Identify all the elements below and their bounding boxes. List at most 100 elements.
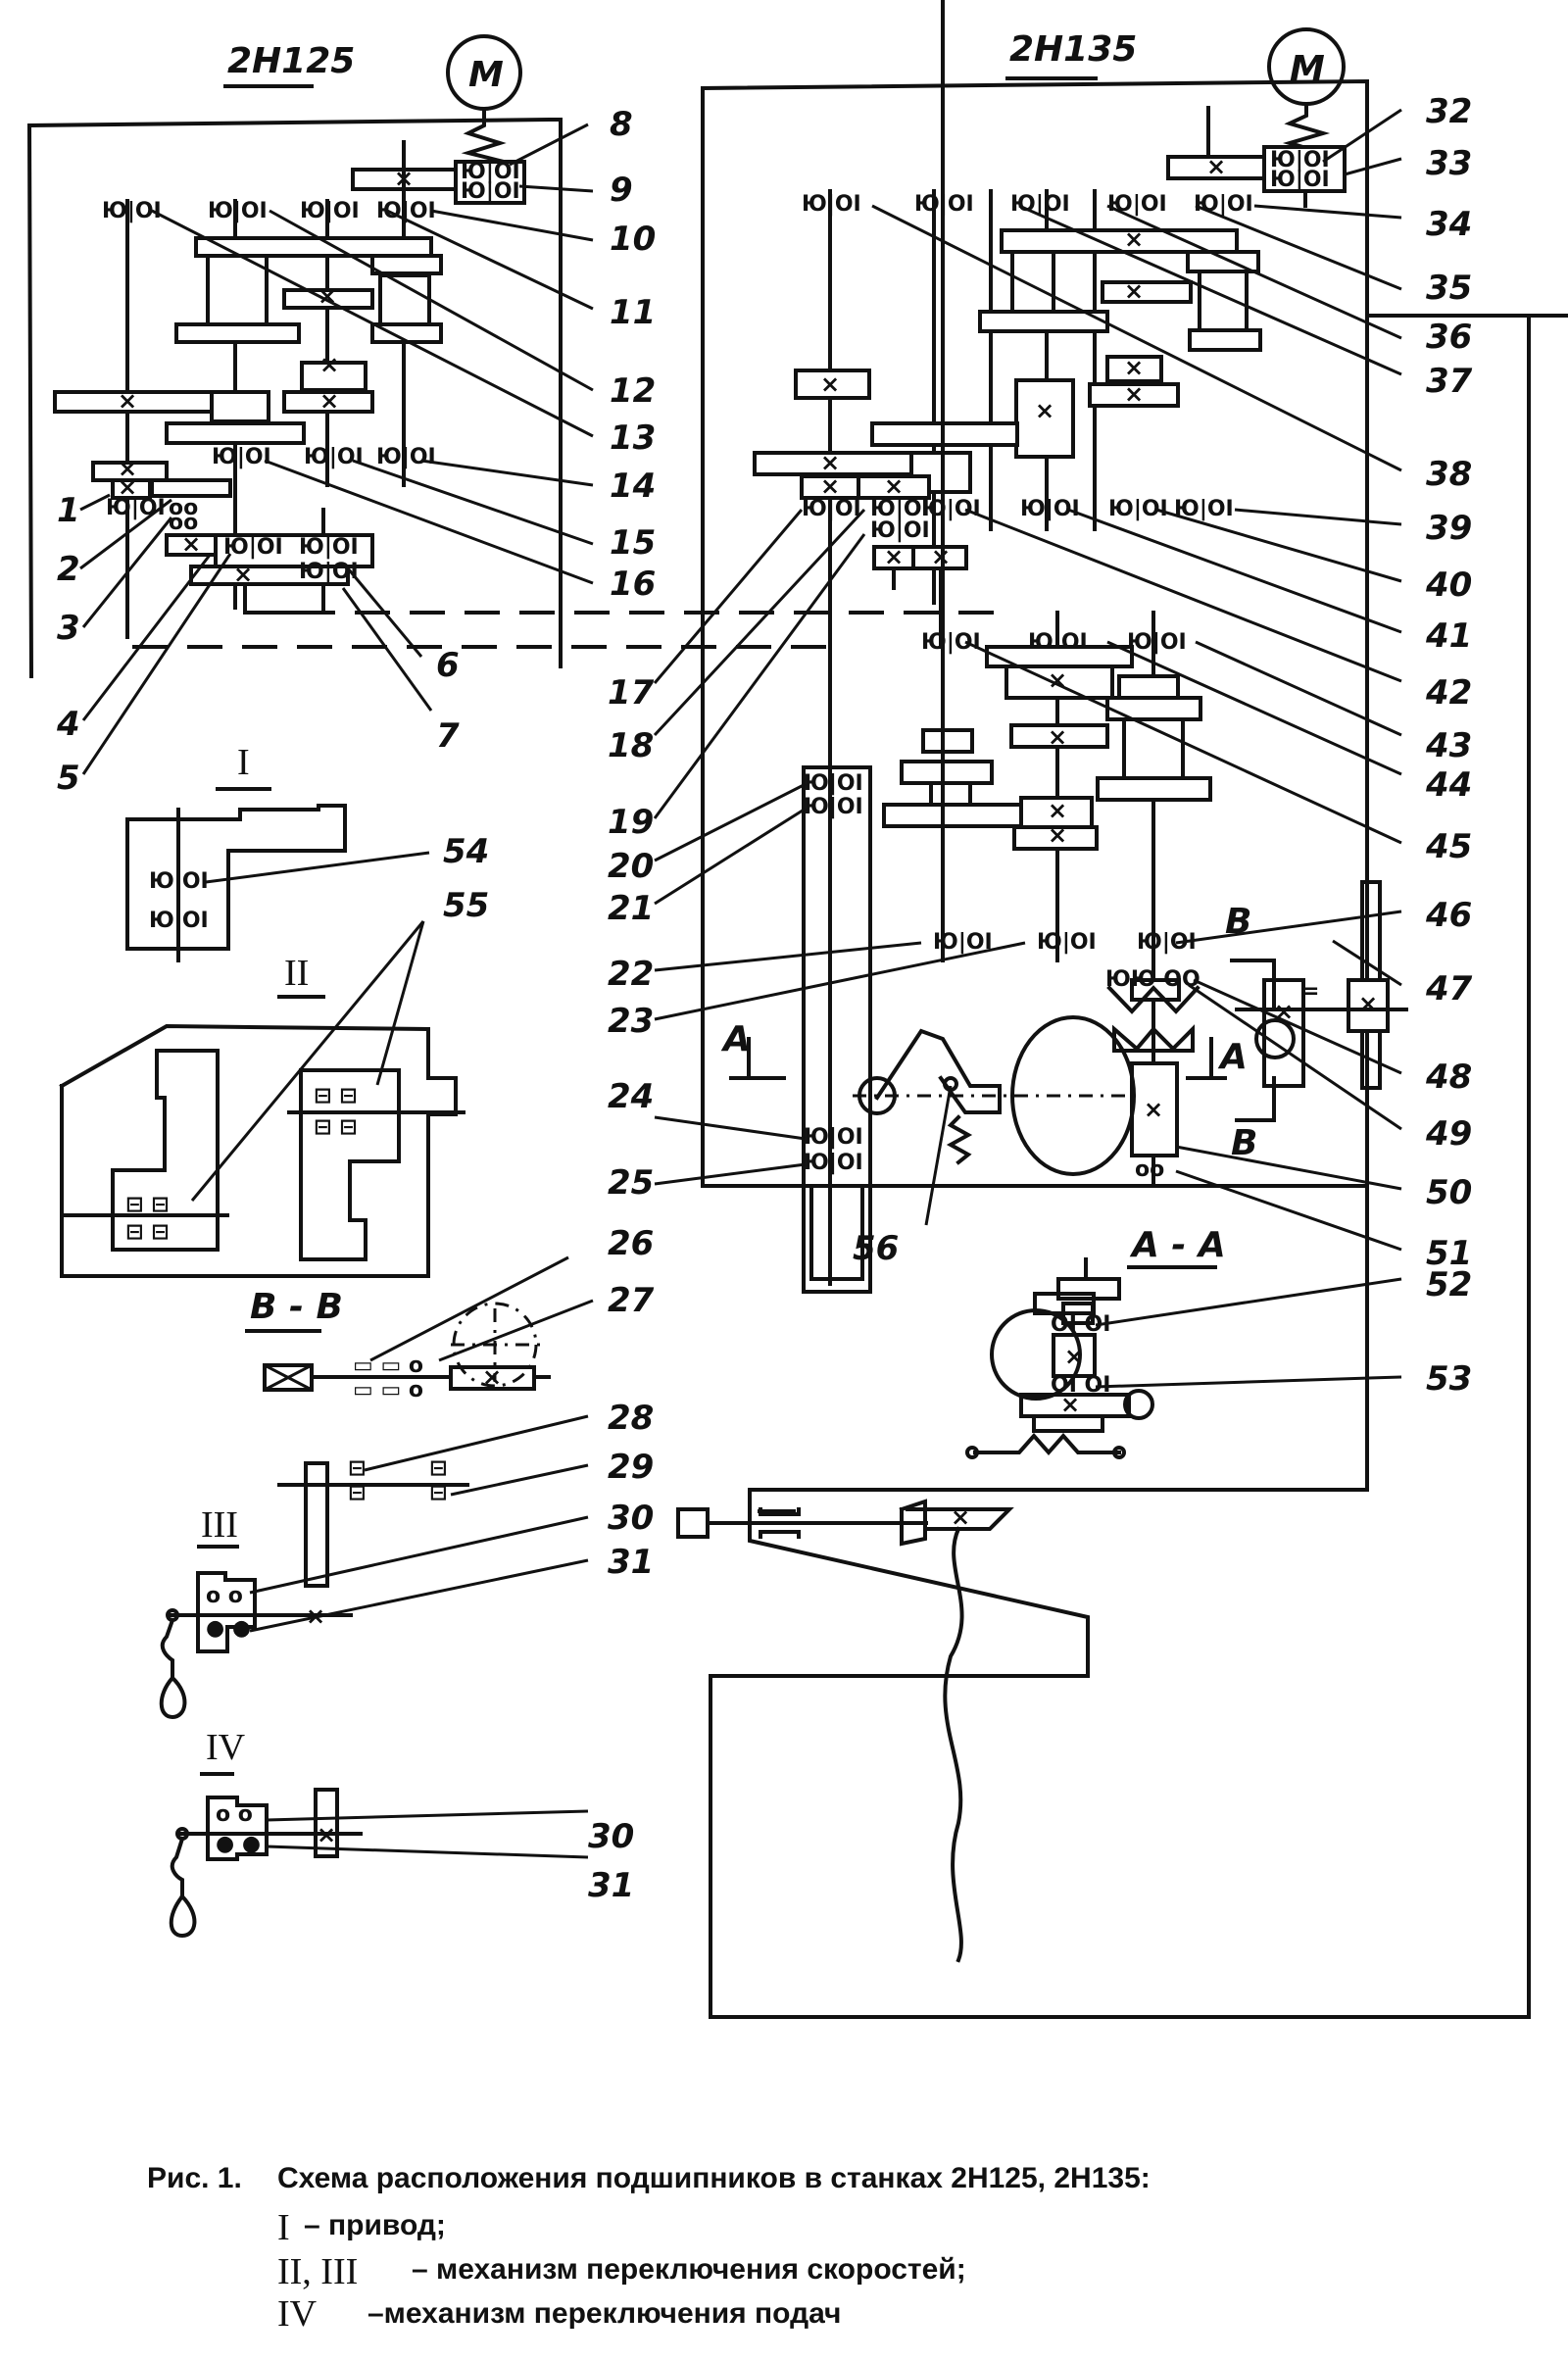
dashed-link (132, 611, 1000, 649)
callout-39: 39 (1426, 509, 1472, 548)
svg-text:×: × (394, 165, 414, 192)
gear (210, 390, 270, 423)
caption-legend-key-3: IV (277, 2293, 318, 2335)
gear (1188, 328, 1262, 352)
gear (794, 369, 871, 400)
callout-4: 4 (56, 705, 80, 744)
svg-text:×: × (1124, 380, 1144, 408)
callout-38: 38 (1426, 455, 1472, 494)
callout-15: 15 (610, 523, 656, 563)
title-2h135: 2Н135 (1009, 29, 1137, 70)
svg-text:×: × (118, 455, 137, 482)
gear (1105, 355, 1163, 383)
gear (978, 310, 1109, 333)
housing-outline (701, 78, 1369, 1188)
bevel-gear (1112, 1024, 1195, 1053)
gear (378, 273, 431, 326)
gear (1004, 664, 1114, 700)
gear (1105, 696, 1202, 721)
bearing-glyph: Ю|ОI (1194, 192, 1253, 217)
callout-29: 29 (608, 1448, 654, 1487)
svg-text:×: × (233, 561, 253, 588)
callout-35: 35 (1426, 269, 1472, 308)
callout-31-iv: 31 (588, 1866, 634, 1905)
gear (1198, 270, 1249, 332)
svg-text:oo: oo (169, 496, 198, 520)
spring (946, 1114, 973, 1165)
gear (189, 565, 350, 586)
worm-gear (1130, 1061, 1179, 1157)
figure-caption: Рис. 1. Схема расположения подшипников в… (147, 2162, 1151, 2335)
callout-54: 54 (443, 832, 489, 871)
bearing-glyph: Ю|ОI (149, 909, 209, 933)
svg-text:⊟ ⊟: ⊟ ⊟ (125, 1220, 170, 1245)
bevel-gear (899, 1499, 927, 1547)
callout-47: 47 (1425, 969, 1473, 1009)
bearing-glyph: Ю|ОI (1270, 168, 1330, 192)
callout-23: 23 (608, 1002, 654, 1041)
bearing-glyph: Ю|ОI (870, 518, 930, 543)
callout-leaders-right (653, 108, 1402, 1389)
svg-text:● ●: ● ● (216, 1832, 261, 1856)
pinion-wheel (990, 1308, 1082, 1401)
caption-legend-text-2: – механизм переключения скоростей; (412, 2253, 966, 2286)
bearing-glyph: Ю|ОI (300, 199, 360, 223)
callout-49: 49 (1425, 1114, 1472, 1154)
svg-text:oo: oo (1135, 1157, 1164, 1182)
bearing-glyph: Ю|ОI (304, 445, 364, 469)
svg-text:⊟ ⊟: ⊟ ⊟ (125, 1193, 170, 1217)
view-III-label: III (201, 1504, 238, 1546)
section-bb-label: B - B (250, 1287, 343, 1327)
bearing-glyph: Ю|ОI (921, 630, 981, 655)
bearing-glyph: Ю|ОI (1037, 930, 1097, 955)
svg-text:⊟: ⊟ (429, 1481, 447, 1505)
callout-12: 12 (610, 371, 656, 411)
view-II-label: II (284, 953, 309, 994)
gear (1000, 228, 1239, 254)
gear (282, 288, 374, 310)
spindle-sleeve (802, 765, 872, 1294)
handle-end (676, 1507, 710, 1539)
svg-text:×: × (317, 1821, 336, 1848)
callout-34: 34 (1426, 205, 1472, 244)
housing-outline (26, 118, 563, 679)
bearing-glyph: Ю|ОI (1107, 192, 1167, 217)
bearing-glyph: Ю|ОI (921, 497, 981, 521)
svg-text:×: × (1048, 821, 1067, 849)
callout-5: 5 (57, 759, 80, 798)
section-aa-label: A - A (1129, 1225, 1226, 1265)
svg-text:o o: o o (206, 1584, 243, 1608)
svg-text:▭ ▭ o: ▭ ▭ o (353, 1378, 423, 1402)
bearing-glyph: Ю|ОI (802, 192, 861, 217)
shaft (243, 582, 325, 615)
column-outline (1365, 314, 1531, 2019)
spindle-end (809, 1184, 864, 1281)
dial-scale (1056, 1277, 1121, 1301)
view-I-drive: I Ю|ОI Ю|ОI (125, 742, 430, 962)
bearing-glyph: Ю|ОI (804, 771, 863, 796)
callout-26: 26 (608, 1224, 654, 1263)
svg-text:×: × (1124, 277, 1144, 305)
bearing-glyph: Ю|ОI (804, 795, 863, 819)
gear (282, 390, 374, 414)
gear (150, 478, 232, 498)
svg-text:×: × (319, 351, 339, 378)
callout-37: 37 (1426, 362, 1473, 401)
gear (1096, 776, 1212, 802)
caption-legend-key-1: I (277, 2207, 290, 2248)
svg-text:×: × (951, 1503, 970, 1531)
callout-20: 20 (608, 847, 654, 886)
gear (174, 322, 301, 344)
svg-text:=: = (1301, 979, 1319, 1004)
svg-text:×: × (118, 387, 137, 415)
bearing-glyph: Ю|ОI (804, 1125, 863, 1150)
callout-leaders-left (79, 123, 594, 775)
gear (1101, 280, 1193, 304)
callout-21: 21 (608, 889, 654, 928)
gear (1012, 825, 1099, 851)
caption-legend-text-3: –механизм переключения подач (368, 2297, 841, 2330)
svg-text:×: × (820, 449, 840, 476)
callout-55: 55 (443, 886, 489, 925)
svg-text:×: × (1035, 397, 1054, 424)
callout-24: 24 (608, 1077, 654, 1116)
